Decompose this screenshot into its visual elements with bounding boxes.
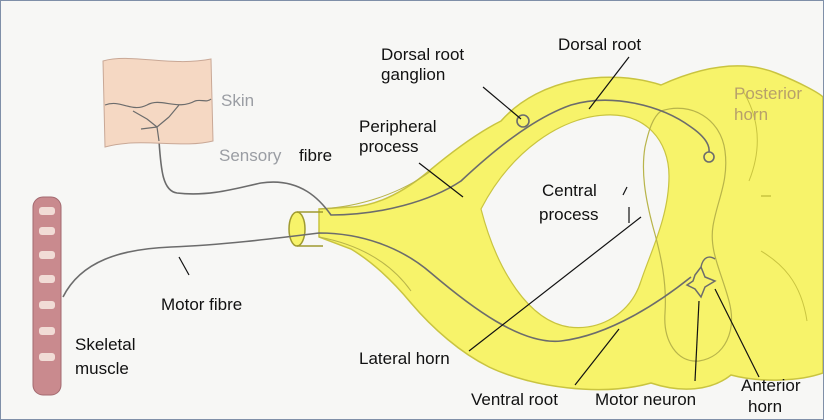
label-ventral-root: Ventral root xyxy=(471,390,558,410)
label-skeletal-muscle-2: muscle xyxy=(75,359,129,379)
label-motor-neuron: Motor neuron xyxy=(595,390,696,410)
nerve-cut-end xyxy=(289,212,305,246)
label-lateral-horn: Lateral horn xyxy=(359,349,450,369)
skeletal-muscle xyxy=(33,197,61,395)
label-skin: Skin xyxy=(221,91,254,111)
label-skeletal-muscle-1: Skeletal xyxy=(75,335,135,355)
label-central-process-2: process xyxy=(539,205,599,225)
label-central-process-1: Central xyxy=(542,181,597,201)
label-anterior-horn-2: horn xyxy=(748,397,782,417)
posterior-horn-cell xyxy=(704,152,714,162)
label-posterior-horn-2: horn xyxy=(734,105,768,125)
label-fibre: fibre xyxy=(299,146,332,166)
label-anterior-horn-1: Anterior xyxy=(741,376,801,396)
label-peripheral-process-2: process xyxy=(359,137,419,157)
label-dorsal-root: Dorsal root xyxy=(558,35,641,55)
label-dorsal-root-ganglion-1: Dorsal root xyxy=(381,45,464,65)
label-dorsal-root-ganglion-2: ganglion xyxy=(381,65,445,85)
label-sensory: Sensory xyxy=(219,146,281,166)
label-motor-fibre: Motor fibre xyxy=(161,295,242,315)
label-peripheral-process-1: Peripheral xyxy=(359,117,437,137)
label-posterior-horn-1: Posterior xyxy=(734,84,802,104)
